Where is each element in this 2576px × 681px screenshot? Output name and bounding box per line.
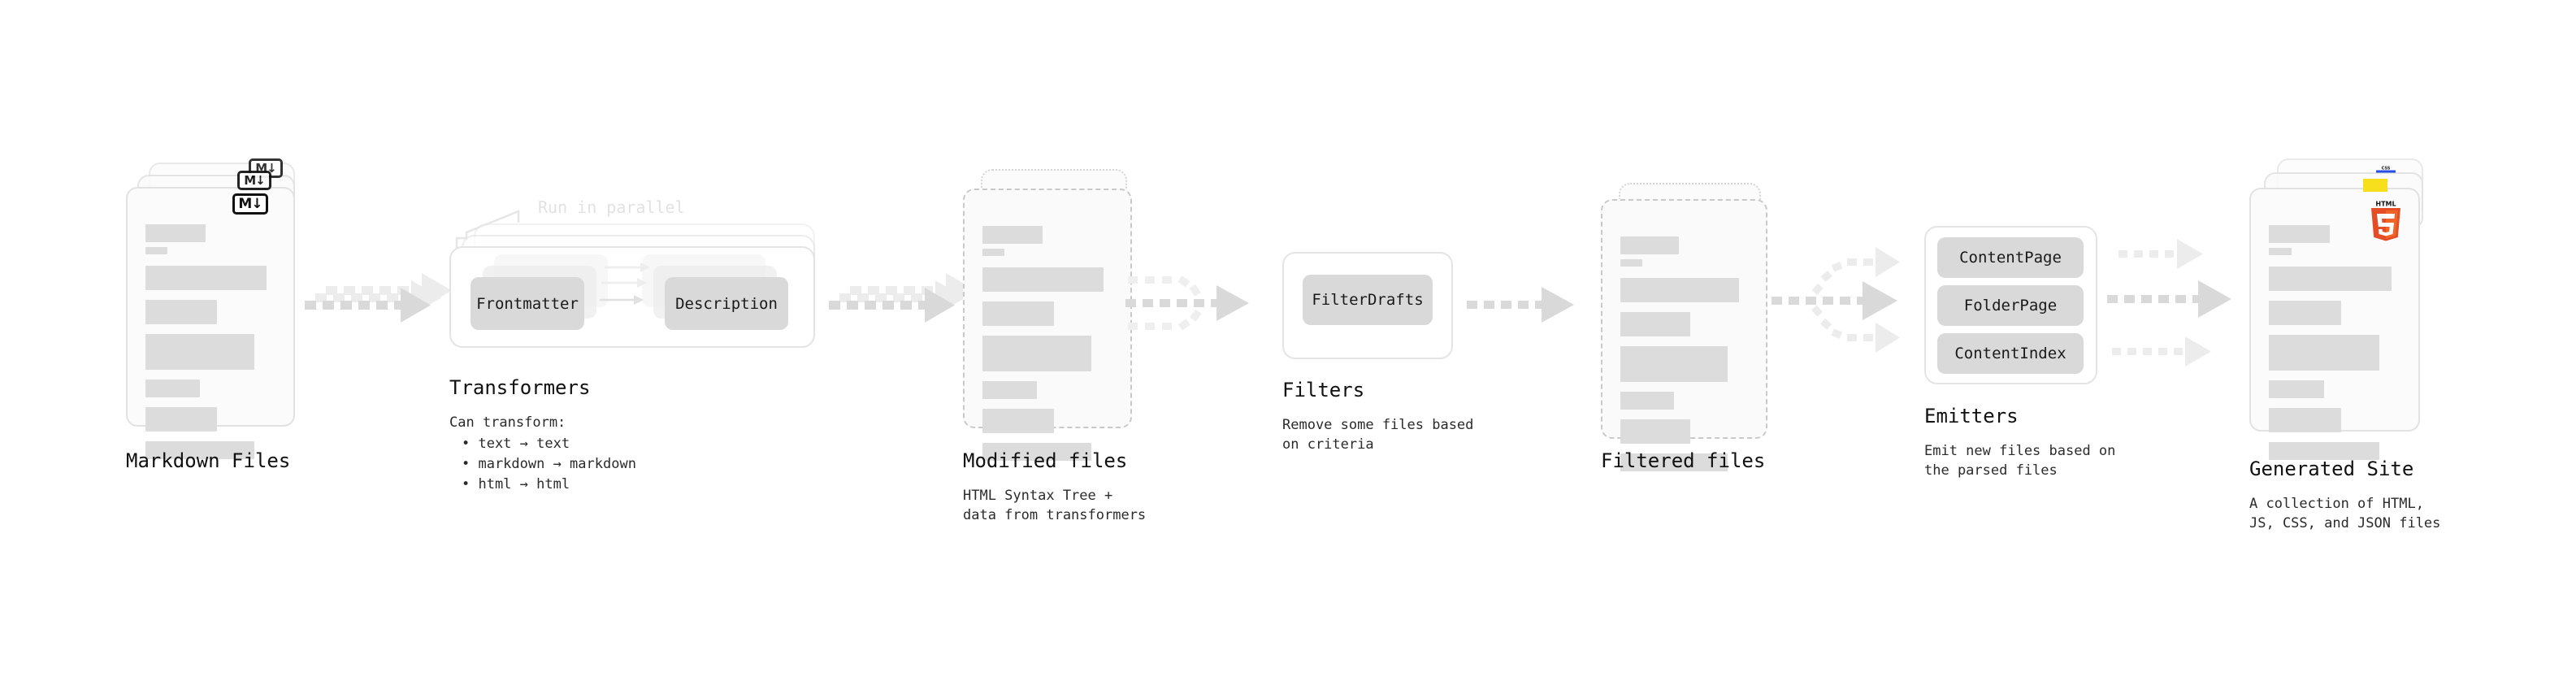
doc-bar	[2269, 442, 2380, 460]
emitters-sub-0: Emit new files based on	[1924, 443, 2116, 459]
generated-site-sub-0: A collection of HTML,	[2249, 496, 2424, 512]
doc-bar	[982, 443, 1092, 461]
doc-bar	[2269, 380, 2325, 398]
doc-bar	[1620, 259, 1642, 267]
site-doc-lines	[2269, 225, 2400, 470]
modified-sheet-front	[963, 189, 1132, 461]
doc-bar	[1620, 278, 1739, 302]
arrow-filters-to-filtered	[1467, 286, 1597, 335]
generated-site-title: Generated Site	[2249, 458, 2414, 480]
doc-bar	[1620, 419, 1691, 444]
generated-site-stack: CSS HTML	[2249, 158, 2436, 460]
transformers-title: Transformers	[449, 376, 591, 399]
doc-bar	[2269, 267, 2392, 291]
filtered-files-stack	[1601, 183, 1776, 471]
doc-bar	[145, 300, 217, 324]
arrow-transformers-to-modified	[829, 268, 976, 358]
doc-bar	[982, 336, 1092, 371]
arrow-markdown-to-transformers	[305, 268, 452, 358]
doc-bar	[982, 301, 1054, 326]
filters-sub-1: on criteria	[1282, 436, 1374, 453]
emitters-title: Emitters	[1924, 405, 2019, 427]
filters-sub: Remove some files based on criteria	[1282, 415, 1473, 454]
arrow-modified-to-filters	[1125, 264, 1272, 354]
doc-bar	[982, 409, 1054, 433]
arrow-filtered-to-emitters	[1772, 244, 1918, 358]
doc-bar	[1620, 392, 1674, 410]
doc-bar	[145, 441, 255, 459]
arrow-emitters-to-site	[2107, 237, 2253, 367]
run-in-parallel-bracket	[455, 193, 553, 258]
transform-list: • text → text • markdown → markdown • ht…	[462, 434, 636, 495]
doc-bar	[145, 334, 255, 370]
doc-bar	[982, 267, 1104, 292]
svg-text:CSS: CSS	[2382, 167, 2391, 171]
emitters-group: ContentPage FolderPage ContentIndex	[1924, 226, 2111, 405]
chip-description[interactable]: Description	[665, 277, 788, 330]
generated-site-sub-1: JS, CSS, and JSON files	[2249, 515, 2441, 532]
doc-bar	[1620, 312, 1691, 336]
doc-bar	[2269, 335, 2380, 371]
transform-list-item-1: • markdown → markdown	[462, 456, 636, 473]
doc-bar	[982, 249, 1005, 256]
svg-text:HTML: HTML	[2375, 201, 2396, 208]
chip-folderpage[interactable]: FolderPage	[1937, 285, 2084, 326]
doc-bar	[2269, 301, 2342, 325]
doc-bar	[2269, 408, 2342, 432]
doc-bar	[1620, 453, 1728, 471]
markdown-icon-back-1: M↓	[237, 171, 271, 190]
modified-files-sub-1: data from transformers	[963, 507, 1147, 524]
chip-frontmatter[interactable]: Frontmatter	[471, 277, 584, 330]
doc-bar	[145, 380, 201, 397]
filters-group: FilterDrafts	[1282, 252, 1457, 359]
markdown-files-stack: M↓ M↓ M↓	[126, 158, 301, 459]
js-icon	[2363, 179, 2387, 192]
chip-filterdrafts[interactable]: FilterDrafts	[1303, 275, 1433, 325]
doc-bar	[982, 381, 1038, 399]
doc-bar	[1620, 346, 1728, 382]
filtered-doc-lines	[1620, 236, 1748, 481]
modified-files-stack	[963, 169, 1138, 461]
modified-files-title: Modified files	[963, 449, 1128, 472]
html5-icon: HTML	[2366, 197, 2406, 241]
run-in-parallel-label: Run in parallel	[538, 197, 685, 217]
css-icon: CSS	[2375, 163, 2396, 173]
modified-files-sub-0: HTML Syntax Tree +	[963, 488, 1113, 504]
markdown-icon: M↓	[232, 193, 268, 215]
filtered-sheet-front	[1601, 199, 1767, 471]
markdown-doc-lines	[145, 224, 275, 469]
doc-bar	[982, 226, 1043, 244]
chip-contentpage[interactable]: ContentPage	[1937, 237, 2084, 278]
filters-title: Filters	[1282, 379, 1365, 401]
generated-site-sub: A collection of HTML, JS, CSS, and JSON f…	[2249, 494, 2440, 533]
chip-contentindex[interactable]: ContentIndex	[1937, 333, 2084, 374]
transform-list-item-2: • html → html	[462, 476, 570, 493]
emitters-sub-1: the parsed files	[1924, 462, 2058, 479]
emitters-sub: Emit new files based on the parsed files	[1924, 441, 2115, 480]
transform-list-item-0: • text → text	[462, 436, 570, 452]
transformers-group-stack: Frontmatter Description	[449, 223, 831, 362]
doc-bar	[1620, 236, 1680, 254]
filters-sub-0: Remove some files based	[1282, 417, 1474, 433]
modified-files-sub: HTML Syntax Tree + data from transformers	[963, 486, 1146, 525]
doc-bar	[145, 247, 168, 254]
transformers-sub-heading: Can transform:	[449, 414, 566, 431]
filtered-files-title: Filtered files	[1601, 449, 1766, 472]
modified-doc-lines	[982, 226, 1112, 471]
doc-bar	[145, 266, 267, 290]
doc-bar	[2269, 225, 2330, 243]
doc-bar	[145, 224, 206, 242]
markdown-files-title: Markdown Files	[126, 449, 291, 472]
markdown-sheet-front	[126, 187, 295, 459]
doc-bar	[145, 407, 217, 432]
doc-bar	[2269, 248, 2292, 255]
